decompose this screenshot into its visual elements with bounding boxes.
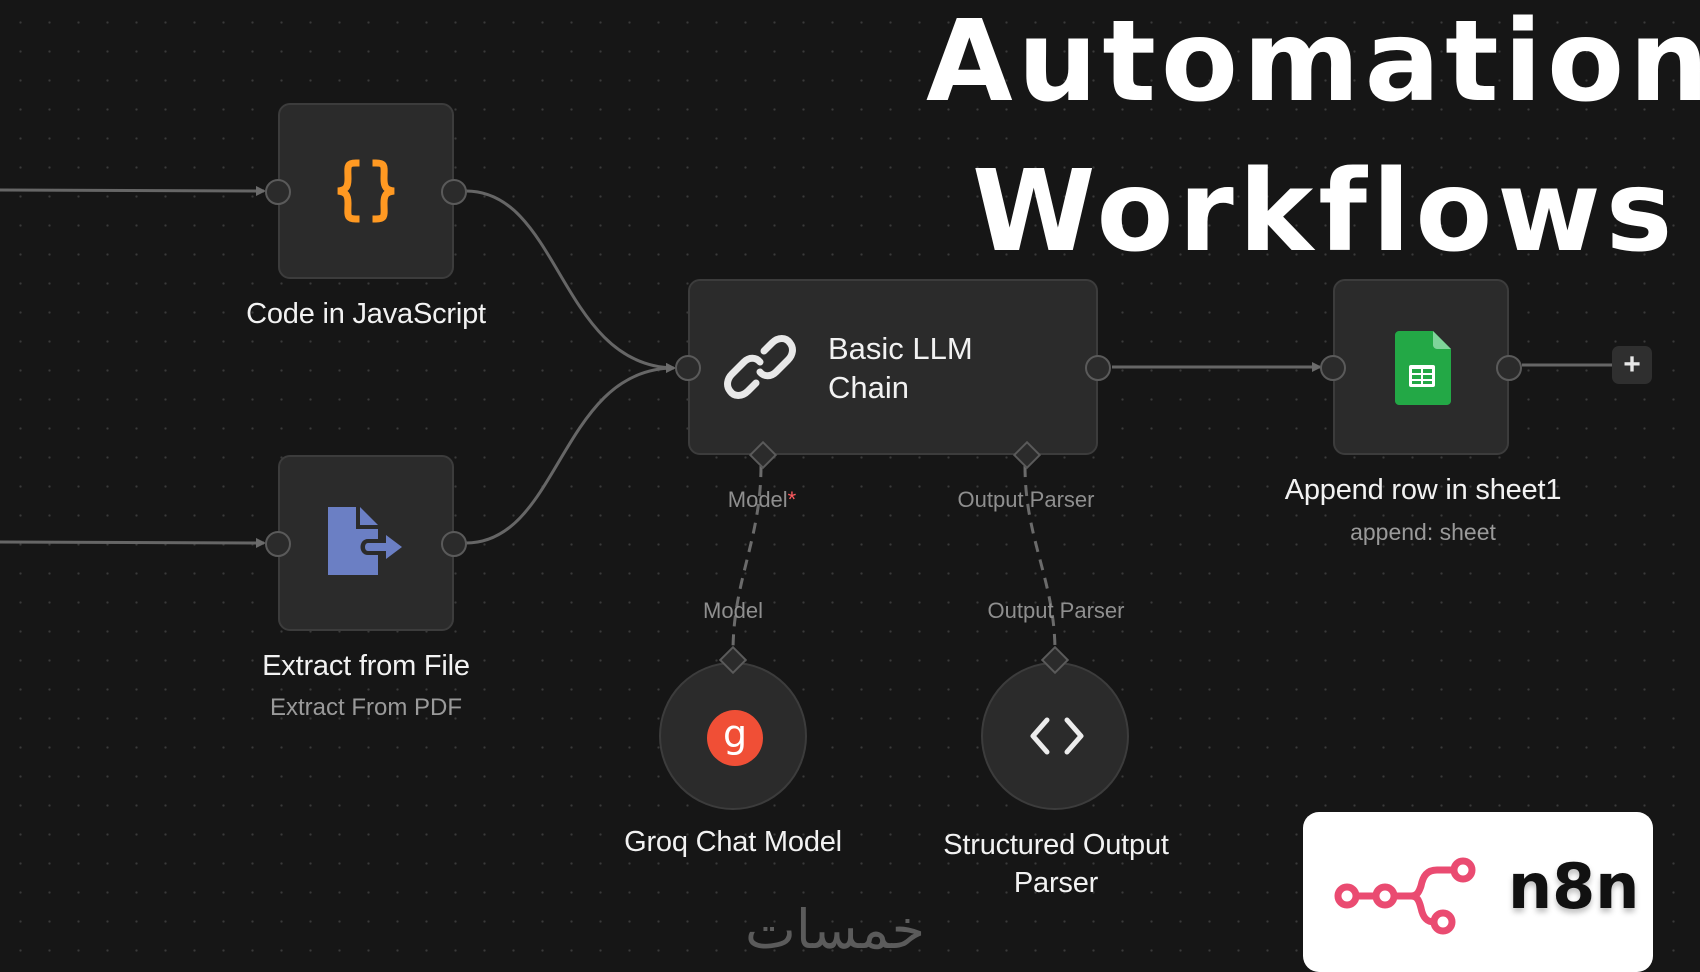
node-title-parser-line2: Parser — [1013, 867, 1099, 899]
file-export-icon — [328, 507, 408, 584]
node-append-row-sheet[interactable] — [1320, 279, 1522, 455]
edge-code-to-llm[interactable] — [465, 189, 676, 373]
node-structured-output-parser[interactable] — [981, 645, 1129, 810]
node-subtitle-extract: Extract From PDF — [269, 694, 463, 721]
edge-incoming-extract[interactable] — [0, 537, 266, 548]
add-node-button[interactable]: + — [1612, 346, 1652, 384]
node-groq-chat-model[interactable]: g — [659, 645, 807, 810]
port-label-model-text: Model — [727, 487, 788, 512]
node-title-code: Code in JavaScript — [246, 298, 486, 330]
angle-brackets-icon — [1029, 716, 1085, 761]
node-title-llm: Basic LLM Chain — [828, 329, 1028, 407]
input-port[interactable] — [675, 355, 701, 381]
input-port[interactable] — [265, 179, 291, 205]
node-title-llm-line1: Basic LLM — [828, 331, 973, 366]
link-icon — [724, 331, 796, 408]
node-title-groq: Groq Chat Model — [624, 826, 842, 858]
node-basic-llm-chain[interactable]: Basic LLM Chain — [675, 279, 1111, 470]
output-port[interactable] — [1085, 355, 1111, 381]
groq-port-label: Model — [703, 598, 763, 623]
edge-llm-parser-to-structured[interactable] — [1023, 465, 1057, 653]
output-port[interactable] — [441, 531, 467, 557]
node-title-parser-line1: Structured Output — [943, 829, 1169, 861]
n8n-logo-icon — [1333, 856, 1483, 941]
node-title-llm-line2: Chain — [828, 370, 909, 405]
node-extract-from-file[interactable] — [265, 455, 467, 631]
parser-port-label: Output Parser — [987, 598, 1125, 623]
port-label-model: Model* — [728, 487, 796, 513]
edge-llm-model-to-groq[interactable] — [731, 465, 763, 653]
n8n-logo-card: n8n — [1303, 812, 1653, 972]
output-port[interactable] — [1496, 355, 1522, 381]
edge-extract-to-llm[interactable] — [465, 363, 676, 545]
input-port[interactable] — [1320, 355, 1346, 381]
node-title-extract: Extract from File — [262, 650, 470, 682]
node-code-javascript[interactable] — [265, 103, 467, 279]
code-braces-icon — [328, 153, 404, 234]
n8n-logo-text: n8n — [1508, 850, 1640, 923]
port-label-output-parser: Output Parser — [957, 487, 1095, 512]
node-subtitle-sheets: append: sheet — [1350, 519, 1496, 545]
google-sheets-icon — [1395, 331, 1451, 410]
groq-icon: g — [707, 710, 763, 766]
khamsat-watermark: خمسات — [745, 898, 926, 961]
node-title-parser: Structured Output Parser — [943, 826, 1169, 902]
headline-line-1: Automation — [926, 0, 1700, 127]
node-title-sheets: Append row in sheet1 — [1284, 474, 1562, 506]
groq-icon-glyph: g — [722, 712, 748, 756]
input-port[interactable] — [265, 531, 291, 557]
required-marker: * — [787, 487, 797, 512]
headline-line-2: Workflows — [972, 147, 1678, 277]
output-port[interactable] — [441, 179, 467, 205]
edge-incoming-code[interactable] — [0, 185, 266, 196]
